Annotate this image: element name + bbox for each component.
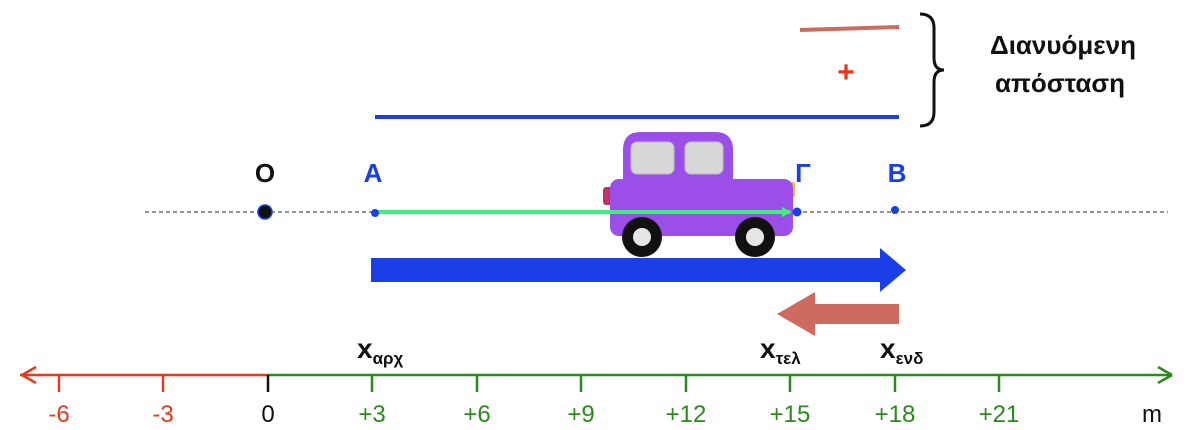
legend-line-1: Διανυόμενη — [990, 30, 1136, 60]
legend-line-2: απόσταση — [995, 68, 1125, 98]
tick-label: +12 — [666, 401, 707, 428]
point-O — [257, 204, 273, 220]
backward-motion-arrow — [777, 292, 899, 336]
plus-sign: + — [837, 56, 855, 89]
final-position-base: x — [760, 333, 776, 364]
intermediate-position-label: xενδ — [880, 333, 923, 368]
point-label-A: Α — [364, 158, 383, 188]
svg-text:xτελ: xτελ — [760, 333, 801, 368]
svg-text:xαρχ: xαρχ — [357, 333, 404, 368]
point-label-B: Β — [888, 158, 907, 188]
tick-label: -3 — [152, 401, 173, 428]
axis-left-arrowhead — [21, 365, 37, 385]
tick-label: +3 — [358, 401, 385, 428]
axis-unit-label: m — [1142, 401, 1162, 428]
axis-right-arrowhead — [1157, 365, 1173, 385]
final-position-subscript: τελ — [776, 349, 802, 368]
intermediate-position-base: x — [880, 333, 896, 364]
tick-label: 0 — [261, 401, 274, 428]
start-position-label: xαρχ — [357, 333, 404, 368]
distance-segment-back — [799, 25, 900, 32]
start-position-subscript: αρχ — [373, 349, 404, 368]
forward-motion-arrow — [371, 248, 906, 292]
intermediate-position-subscript: ενδ — [896, 349, 924, 368]
tick-label: +18 — [875, 401, 916, 428]
tick-label: +9 — [567, 401, 594, 428]
point-label-G: Γ — [795, 158, 811, 188]
car-icon — [603, 132, 795, 257]
curly-brace — [919, 12, 945, 128]
point-A — [371, 209, 379, 217]
point-B — [891, 206, 899, 214]
final-position-label: xτελ — [760, 333, 801, 368]
tick-label: -6 — [48, 401, 69, 428]
tick-label: +15 — [770, 401, 811, 428]
svg-text:xενδ: xενδ — [880, 333, 923, 368]
tick-label: +6 — [463, 401, 490, 428]
point-G — [792, 207, 802, 217]
start-position-base: x — [357, 333, 373, 364]
point-label-O: Ο — [255, 158, 275, 188]
tick-label: +21 — [979, 401, 1020, 428]
